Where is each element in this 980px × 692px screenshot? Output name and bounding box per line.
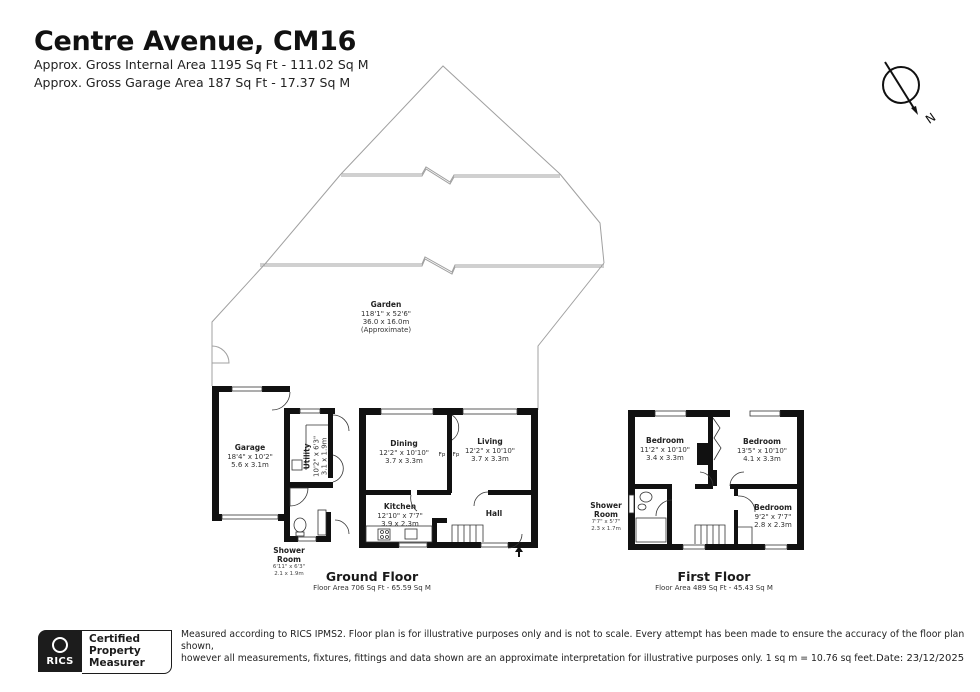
room-first-shower: Shower Room 7'7" x 5'7" 2.3 x 1.7m bbox=[590, 501, 622, 532]
internal-area: Approx. Gross Internal Area 1195 Sq Ft -… bbox=[34, 57, 369, 72]
rics-certified-badge: RICS Certified Property Measurer bbox=[38, 630, 172, 674]
garden-name: Garden bbox=[370, 300, 402, 309]
fireplace-label-right: Fp bbox=[452, 452, 460, 458]
garden-dim-imperial: 118'1" x 52'6" bbox=[360, 309, 412, 318]
ground-floor-fixtures bbox=[271, 391, 523, 549]
first-floor-windows bbox=[628, 410, 788, 550]
garden-label: Garden 118'1" x 52'6" 36.0 x 16.0m (Appr… bbox=[360, 300, 412, 334]
ground-floor-windows bbox=[221, 386, 518, 548]
rics-logo: RICS bbox=[38, 630, 82, 672]
disclaimer-line-1: Measured according to RICS IPMS2. Floor … bbox=[181, 629, 965, 652]
ground-floor-walls bbox=[212, 386, 538, 548]
property-title: Centre Avenue, CM16 bbox=[34, 26, 357, 57]
rics-lion-icon bbox=[52, 637, 68, 653]
room-garage: Garage 18'4" x 10'2" 5.6 x 3.1m bbox=[227, 443, 273, 469]
room-utility: Utility 10'2" x 6'3" 3.1 x 1.9m bbox=[302, 435, 329, 477]
entrance-arrow-icon bbox=[515, 546, 523, 552]
garden-dim-metric: 36.0 x 16.0m bbox=[362, 317, 410, 326]
room-bedroom-2: Bedroom 13'5" x 10'10" 4.1 x 3.3m bbox=[736, 437, 788, 463]
room-ground-shower: Shower Room 6'11" x 6'3" 2.1 x 1.9m bbox=[272, 546, 306, 577]
room-bedroom-3: Bedroom 9'2" x 7'7" 2.8 x 2.3m bbox=[754, 503, 792, 529]
room-kitchen: Kitchen 12'10" x 7'7" 3.9 x 2.3m bbox=[377, 502, 423, 528]
room-living: Living 12'2" x 10'10" 3.7 x 3.3m bbox=[464, 437, 516, 463]
north-arrow-icon: N bbox=[882, 61, 938, 127]
garage-area: Approx. Gross Garage Area 187 Sq Ft - 17… bbox=[34, 75, 351, 90]
disclaimer: Measured according to RICS IPMS2. Floor … bbox=[181, 629, 980, 665]
first-floor-fixtures bbox=[635, 417, 756, 544]
ground-floor-heading: Ground Floor Floor Area 706 Sq Ft - 65.5… bbox=[313, 569, 431, 593]
garden-note: (Approximate) bbox=[360, 325, 412, 334]
first-floor-walls bbox=[628, 410, 804, 550]
fireplace-label-left: Fp bbox=[438, 452, 446, 458]
room-hall: Hall bbox=[485, 509, 503, 518]
room-dining: Dining 12'2" x 10'10" 3.7 x 3.3m bbox=[378, 439, 430, 465]
room-bedroom-1: Bedroom 11'2" x 10'10" 3.4 x 3.3m bbox=[639, 436, 691, 462]
first-floor-heading: First Floor Floor Area 489 Sq Ft - 45.43… bbox=[655, 569, 773, 593]
plan-date: Date: 23/12/2025 bbox=[876, 653, 965, 664]
garden-outline bbox=[211, 65, 605, 410]
rics-certified-text: Certified Property Measurer bbox=[82, 630, 172, 674]
disclaimer-line-2: however all measurements, fixtures, fitt… bbox=[181, 653, 876, 664]
